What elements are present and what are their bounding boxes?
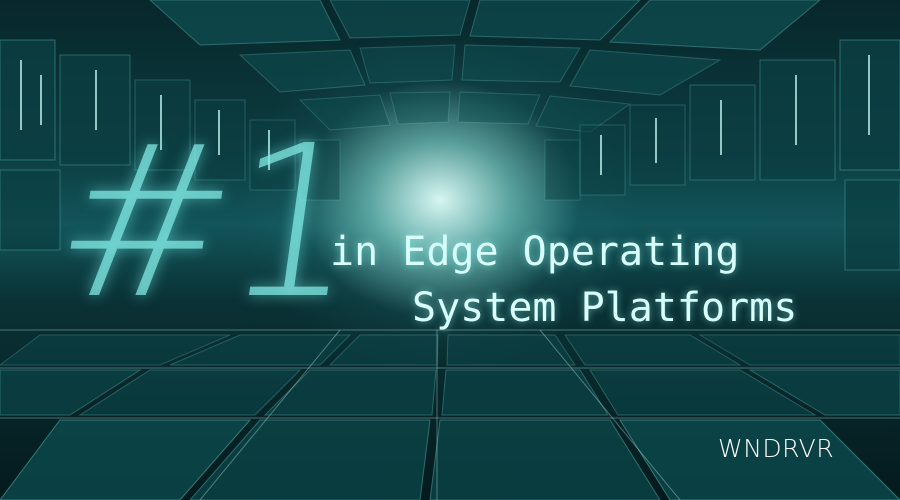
data-streaks — [20, 55, 870, 175]
floor-grid — [0, 334, 900, 500]
headline-line-1: in Edge Operating — [330, 229, 740, 275]
headline-line-2: System Platforms — [412, 285, 798, 331]
headline-rank-number: #1 — [40, 100, 373, 345]
brand-logo: WNDRVR — [718, 434, 835, 463]
ceiling-panels — [149, 0, 821, 133]
horizon-lines — [0, 329, 900, 500]
